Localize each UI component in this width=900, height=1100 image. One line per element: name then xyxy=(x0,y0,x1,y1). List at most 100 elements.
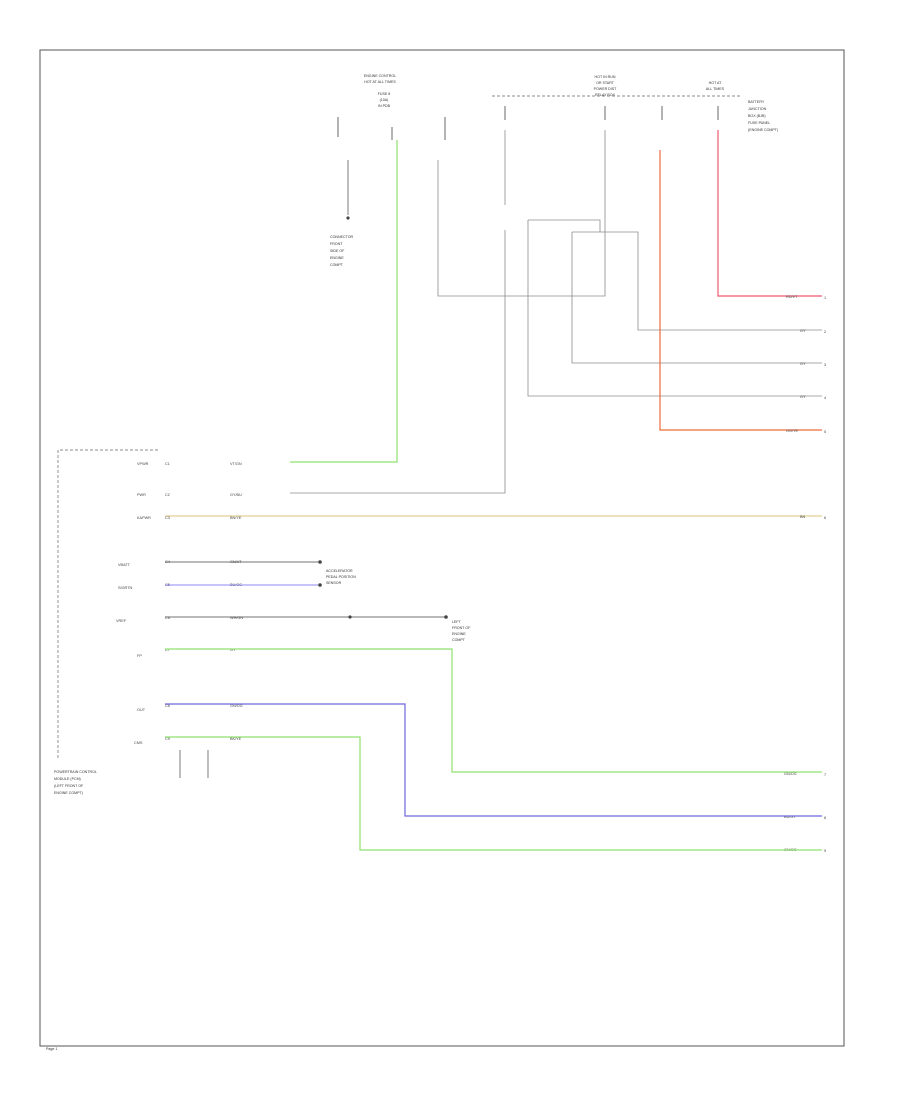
svg-text:WH/GN: WH/GN xyxy=(230,616,243,620)
wire-code-column: VT/GN GY/BU BN/YE GN/VT BU/OG WH/GN GY G… xyxy=(230,462,243,741)
c6-terminal xyxy=(444,615,448,619)
svg-text:FP: FP xyxy=(137,654,142,658)
connector-node xyxy=(346,216,350,220)
svg-text:FUSE PANEL: FUSE PANEL xyxy=(748,121,770,125)
wire-orange xyxy=(659,150,822,431)
svg-text:RD/VT: RD/VT xyxy=(786,295,798,299)
svg-text:RELAY BOX: RELAY BOX xyxy=(595,93,616,97)
svg-text:COMPT: COMPT xyxy=(330,263,344,267)
page-reference: Page 1 xyxy=(46,1047,57,1051)
wire-vpwr-green xyxy=(290,140,398,463)
top-left-component-label: ENGINE CONTROL HOT AT ALL TIMES FUSE 8 (… xyxy=(364,74,397,108)
svg-text:SENSOR: SENSOR xyxy=(326,581,342,585)
battery-junction-box-label: BATTERY JUNCTION BOX (BJB) FUSE PANEL (E… xyxy=(748,100,778,132)
gray-wire-network xyxy=(290,130,822,494)
pcm-pin-labels: VPWR PWR KAPWR VBATT SIGRTN VREF FP OUT … xyxy=(116,462,151,745)
top-right-component-label: HOT AT ALL TIMES xyxy=(706,81,725,91)
svg-text:FRONT OF: FRONT OF xyxy=(452,626,471,630)
pcm-dashed-boundary xyxy=(57,449,158,758)
fuse-stubs xyxy=(337,106,719,140)
svg-text:C3: C3 xyxy=(165,516,170,520)
svg-text:FUSE 8: FUSE 8 xyxy=(378,92,391,96)
svg-text:(ENGINE COMPT): (ENGINE COMPT) xyxy=(748,128,778,132)
svg-text:BN: BN xyxy=(800,515,806,519)
svg-text:PWR: PWR xyxy=(137,493,146,497)
svg-text:CMS: CMS xyxy=(134,741,143,745)
splice-node xyxy=(348,615,352,619)
svg-text:(LEFT FRONT OF: (LEFT FRONT OF xyxy=(54,784,84,788)
accel-sensor-label: ACCELERATOR PEDAL POSITION SENSOR xyxy=(326,569,356,585)
svg-text:HOT AT: HOT AT xyxy=(709,81,722,85)
wire-pink xyxy=(717,130,822,297)
svg-text:LEFT: LEFT xyxy=(452,620,462,624)
svg-text:ENGINE CONTROL: ENGINE CONTROL xyxy=(364,74,396,78)
svg-text:ACCELERATOR: ACCELERATOR xyxy=(326,569,353,573)
svg-text:C9: C9 xyxy=(165,737,170,741)
svg-text:GY: GY xyxy=(800,395,806,399)
svg-text:ENGINE: ENGINE xyxy=(330,256,344,260)
svg-text:BU/GY: BU/GY xyxy=(784,815,796,819)
svg-text:C7: C7 xyxy=(165,648,170,652)
svg-text:CONNECTOR: CONNECTOR xyxy=(330,235,353,239)
page-frame xyxy=(39,49,845,1047)
svg-text:ENGINE: ENGINE xyxy=(452,632,466,636)
svg-text:(10A): (10A) xyxy=(380,98,389,102)
svg-text:MODULE (PCM): MODULE (PCM) xyxy=(54,777,81,781)
wire-c9-green xyxy=(165,736,822,851)
svg-text:HOT IN RUN: HOT IN RUN xyxy=(595,75,616,79)
top-mid-component-label: HOT IN RUN OR START POWER DIST RELAY BOX xyxy=(594,75,618,97)
svg-text:BATTERY: BATTERY xyxy=(748,100,765,104)
svg-text:SIGRTN: SIGRTN xyxy=(118,586,133,590)
svg-text:BOX (BJB): BOX (BJB) xyxy=(748,114,766,118)
svg-text:OR START: OR START xyxy=(596,81,615,85)
svg-text:VPWR: VPWR xyxy=(137,462,149,466)
svg-text:VREF: VREF xyxy=(116,619,127,623)
svg-text:ENGINE COMPT): ENGINE COMPT) xyxy=(54,791,83,795)
ground-block-label: LEFT FRONT OF ENGINE COMPT xyxy=(452,620,471,642)
pcm-label: POWERTRAIN CONTROL MODULE (PCM) (LEFT FR… xyxy=(54,770,97,795)
svg-text:3: 3 xyxy=(824,363,826,367)
svg-text:IN PDB: IN PDB xyxy=(378,104,391,108)
svg-text:HOT AT ALL TIMES: HOT AT ALL TIMES xyxy=(364,80,396,84)
svg-text:VBATT: VBATT xyxy=(118,563,131,567)
right-wire-ends: RD/VT 1 GY 2 GY 3 GY 4 OG/YE 5 BN 6 GN/O… xyxy=(784,295,826,853)
svg-text:1: 1 xyxy=(824,296,826,300)
wire-c8-blue xyxy=(165,703,822,817)
svg-text:BN/YE: BN/YE xyxy=(230,516,242,520)
svg-text:7: 7 xyxy=(824,773,826,777)
svg-text:C2: C2 xyxy=(165,493,170,497)
svg-text:GN/OG: GN/OG xyxy=(230,704,243,708)
svg-text:GY: GY xyxy=(800,362,806,366)
c4-terminal xyxy=(318,560,322,564)
svg-text:8: 8 xyxy=(824,816,826,820)
svg-text:OG/YE: OG/YE xyxy=(786,429,798,433)
svg-text:JUNCTION: JUNCTION xyxy=(748,107,767,111)
svg-text:KAPWR: KAPWR xyxy=(137,516,151,520)
svg-text:2: 2 xyxy=(824,330,826,334)
pcm-pin-numbers: C1 C2 C3 C4 C5 C6 C7 C8 C9 xyxy=(165,462,170,741)
c5-terminal xyxy=(318,583,322,587)
svg-text:ALL TIMES: ALL TIMES xyxy=(706,87,725,91)
svg-text:6: 6 xyxy=(824,516,826,520)
front-connector-label: CONNECTOR FRONT SIDE OF ENGINE COMPT xyxy=(330,235,353,267)
svg-text:PEDAL POSITION: PEDAL POSITION xyxy=(326,575,356,579)
svg-text:GN/OG: GN/OG xyxy=(784,772,797,776)
svg-text:5: 5 xyxy=(824,430,826,434)
svg-text:4: 4 xyxy=(824,396,826,400)
svg-text:GY: GY xyxy=(230,648,236,652)
svg-text:SIDE OF: SIDE OF xyxy=(330,249,345,253)
svg-text:9: 9 xyxy=(824,849,826,853)
svg-text:BK/YE: BK/YE xyxy=(230,737,242,741)
svg-text:C1: C1 xyxy=(165,462,170,466)
svg-text:C8: C8 xyxy=(165,704,170,708)
svg-text:OUT: OUT xyxy=(137,708,146,712)
svg-text:FRONT: FRONT xyxy=(330,242,343,246)
svg-text:GY: GY xyxy=(800,329,806,333)
wire-c7-green xyxy=(165,648,822,773)
svg-text:POWERTRAIN CONTROL: POWERTRAIN CONTROL xyxy=(54,770,97,774)
svg-text:C6: C6 xyxy=(165,616,170,620)
svg-text:GY/BU: GY/BU xyxy=(230,493,242,497)
svg-text:VT/GN: VT/GN xyxy=(230,462,242,466)
svg-text:POWER DIST: POWER DIST xyxy=(594,87,618,91)
